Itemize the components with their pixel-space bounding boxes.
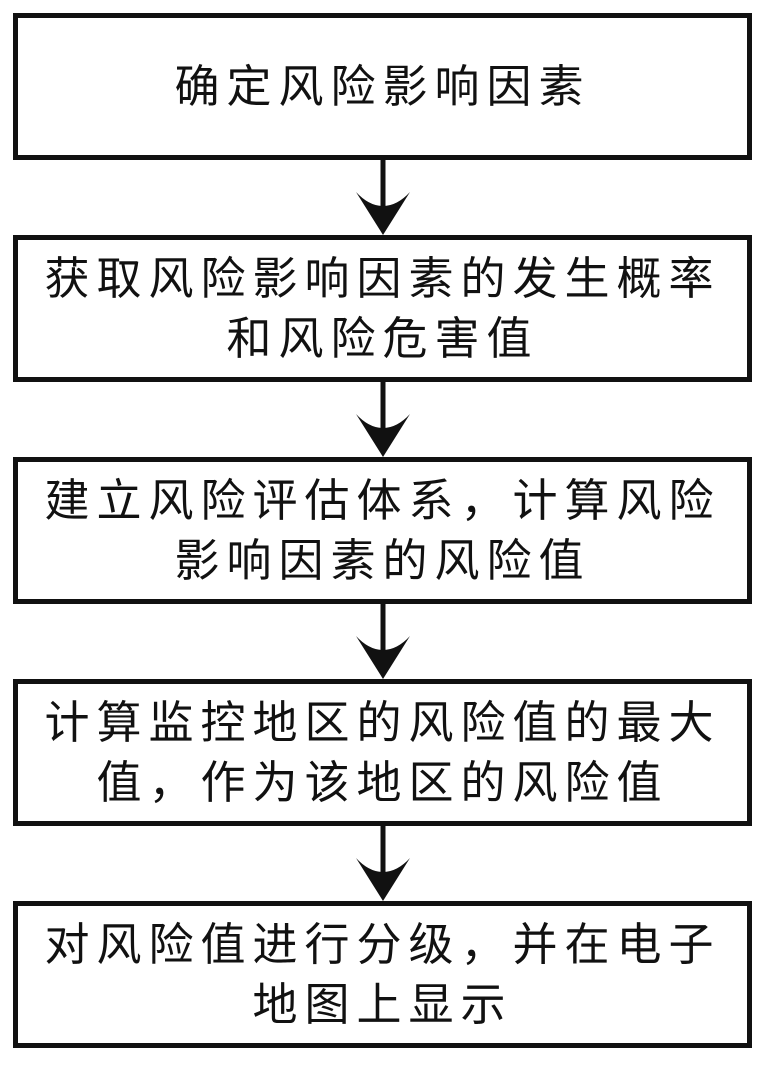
down-arrow-icon [355, 826, 410, 901]
flow-step-1: 确定风险影响因素 [13, 13, 752, 160]
connector-3-4 [13, 604, 752, 679]
connector-1-2 [13, 160, 752, 235]
flow-step-1-label: 确定风险影响因素 [174, 59, 591, 113]
flow-step-5-label: 对风险值进行分级，并在电子 地图上显示 [44, 918, 721, 1031]
connector-4-5 [13, 826, 752, 901]
flow-step-3: 建立风险评估体系，计算风险 影响因素的风险值 [13, 457, 752, 604]
flow-step-5: 对风险值进行分级，并在电子 地图上显示 [13, 901, 752, 1048]
connector-2-3 [13, 382, 752, 457]
flow-step-2-label: 获取风险影响因素的发生概率 和风险危害值 [44, 252, 721, 365]
flow-step-4: 计算监控地区的风险值的最大 值，作为该地区的风险值 [13, 679, 752, 826]
flow-step-2: 获取风险影响因素的发生概率 和风险危害值 [13, 235, 752, 382]
down-arrow-icon [355, 604, 410, 679]
flow-step-3-label: 建立风险评估体系，计算风险 影响因素的风险值 [44, 474, 721, 587]
flow-step-4-label: 计算监控地区的风险值的最大 值，作为该地区的风险值 [44, 696, 721, 809]
down-arrow-icon [355, 160, 410, 235]
down-arrow-icon [355, 382, 410, 457]
